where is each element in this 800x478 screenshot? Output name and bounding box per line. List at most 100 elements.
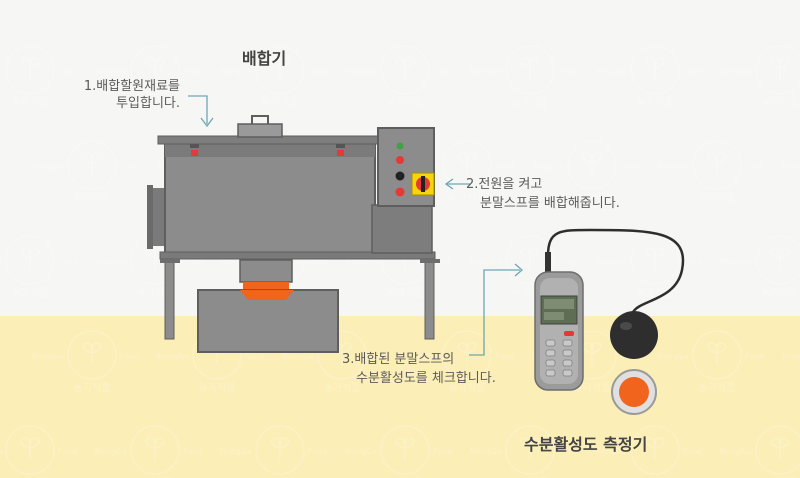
sprout-watermark-icon [5,235,55,285]
watermark-en-right: Food [495,162,514,171]
sprout-watermark-icon [255,425,305,475]
sprout-watermark-icon [755,425,800,475]
watermark-tile: NongGa Food 농가식품 [32,140,139,204]
step1-line1: 1.배합할원재료를 [83,79,180,94]
leader-lines [188,95,523,356]
watermark-brand: 농가식품 [699,192,736,204]
sprout-watermark-icon [755,235,800,285]
sprout-watermark-icon [505,425,555,475]
sprout-icon [457,152,477,175]
watermark-en-right: Food [433,67,452,76]
watermark-en-right: Food [683,257,702,266]
sprout-icon [770,247,790,270]
watermark-en-left: NongGa [657,162,689,171]
sprout-watermark-icon [505,45,555,95]
watermark-en-left: NongGa [720,257,752,266]
watermark-en-left: NongGa [220,257,252,266]
sprout-watermark-icon [5,425,55,475]
watermark-en-left: NongGa [32,162,64,171]
sprout-icon [82,342,102,365]
sprout-icon [520,437,540,460]
sprout-icon [145,437,165,460]
watermark-brand: 농가식품 [74,192,111,204]
watermark-en-right: Food [58,447,77,456]
sprout-icon [582,342,602,365]
watermark-brand: 농가식품 [574,192,611,204]
watermark-brand: 농가식품 [137,287,174,299]
watermark-en-right: Food [745,352,764,361]
watermark-tile: NongGa Food 농가식품 [657,140,764,204]
watermark-en-right: Food [183,447,202,456]
watermark-en-left: NongGa [32,352,64,361]
sprout-watermark-icon [505,235,555,285]
sprout-icon [395,57,415,80]
step1-text: 1.배합할원재료를 투입합니다. [62,78,180,112]
sprout-watermark-icon [630,425,680,475]
mixer-machine [147,115,440,353]
watermark-en-right: Food [495,352,514,361]
sprout-watermark-icon [380,45,430,95]
sprout-icon [457,342,477,365]
sprout-watermark-icon [380,425,430,475]
sprout-icon [707,342,727,365]
watermark-brand: 농가식품 [762,97,799,109]
sprout-watermark-icon [567,140,617,190]
watermark-en-left: NongGa [782,162,800,171]
sprout-icon [645,247,665,270]
watermark-en-right: Food [370,352,389,361]
watermark-brand: 농가식품 [637,287,674,299]
sprout-icon [707,152,727,175]
step2-line1: 2.전원을 켜고 [466,177,543,192]
watermark-en-left: NongGa [782,352,800,361]
watermark-en-left: NongGa [470,447,502,456]
power-switch-icon [411,172,435,196]
sprout-watermark-icon [442,140,492,190]
watermark-en-left: NongGa [95,257,127,266]
watermark-en-left: NongGa [720,447,752,456]
watermark-en-left: NongGa [595,447,627,456]
sprout-watermark-icon [255,45,305,95]
sprout-icon [145,57,165,80]
sprout-watermark-icon [630,45,680,95]
watermark-brand: 농가식품 [12,97,49,109]
watermark-en-left: NongGa [720,67,752,76]
watermark-en-right: Food [308,447,327,456]
probe-disc [610,311,658,359]
floor-band [0,316,800,478]
watermark-en-left: NongGa [95,67,127,76]
watermark-brand: 농가식품 [387,287,424,299]
meter-title: 수분활성도 측정기 [524,435,648,454]
watermark-en-right: Food [308,67,327,76]
sprout-watermark-icon [5,45,55,95]
sprout-icon [582,152,602,175]
watermark-en-left: NongGa [532,162,564,171]
sprout-icon [520,57,540,80]
watermark-en-left: NongGa [157,352,189,361]
watermark-brand: 농가식품 [137,97,174,109]
watermark-en-right: Food [745,162,764,171]
watermark-en-right: Food [58,257,77,266]
sprout-icon [645,437,665,460]
watermark-en-right: Food [120,162,139,171]
watermark-brand: 농가식품 [262,97,299,109]
sprout-icon [20,437,40,460]
watermark-en-left: NongGa [0,67,2,76]
watermark-en-right: Food [433,257,452,266]
sprout-watermark-icon [630,235,680,285]
watermark-brand: 농가식품 [762,287,799,299]
watermark-en-right: Food [183,257,202,266]
watermark-en-left: NongGa [0,257,2,266]
watermark-en-left: NongGa [220,447,252,456]
watermark-en-left: NongGa [345,447,377,456]
watermark-en-left: NongGa [95,447,127,456]
